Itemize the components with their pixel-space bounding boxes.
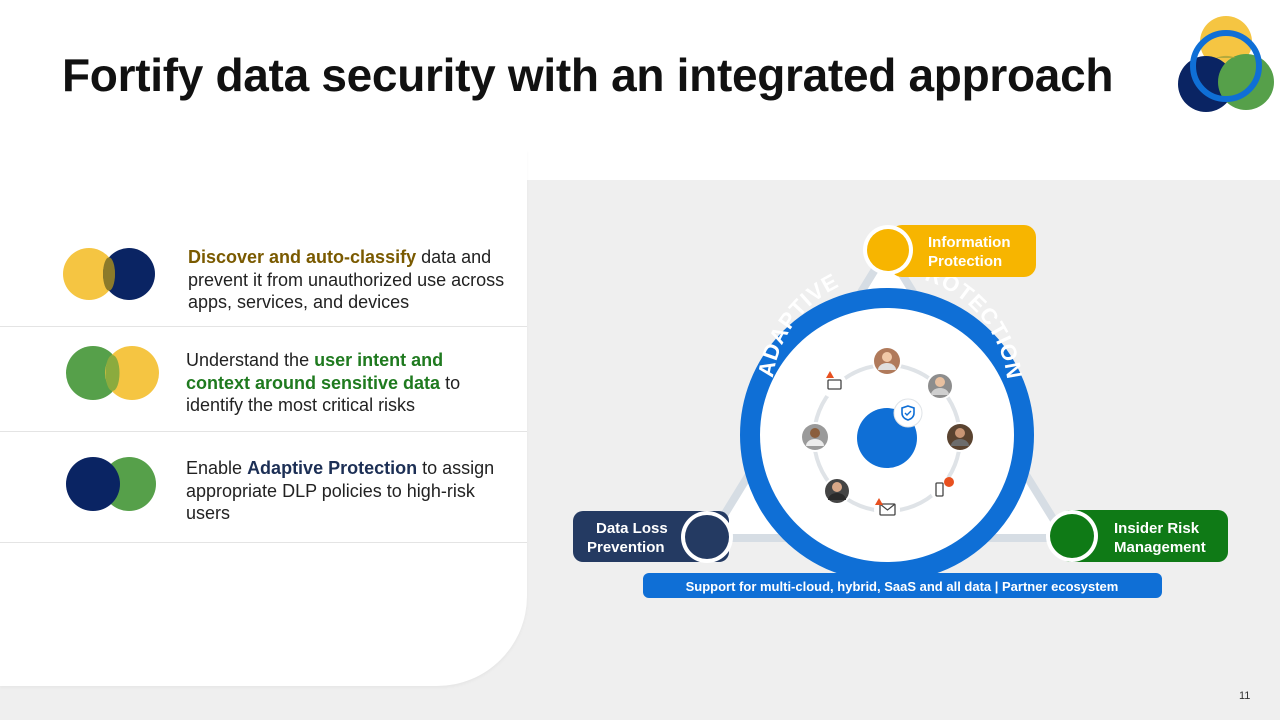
gold-navy-venn-icon [63,248,155,300]
ecosystem-banner [643,573,1162,598]
node-right-line-1: Insider Risk [1114,520,1200,537]
avatar [823,477,851,505]
point-highlight-1: Discover and auto-classify [188,247,417,267]
point-rest-3: to assign appropriate DLP policies to hi… [186,458,495,523]
point-text-1: Discover and auto-classify data and prev… [188,246,508,314]
point-text-3: Enable Adaptive Protection to assign app… [186,457,506,525]
node-top-line-2: Protection [928,253,1002,270]
irm-pill [1060,510,1228,562]
chat-alert-icon [821,371,847,398]
node-data-loss-prevention: Data Loss Prevention [573,511,733,563]
point-highlight-2: user intent and context around sensitive… [186,350,444,393]
avatar [872,346,902,376]
point-row-1: Discover and auto-classify data and prev… [0,240,527,326]
row-divider-2 [0,431,527,432]
mail-alert-icon [874,497,900,523]
brand-logo-icon [1178,16,1274,112]
node-left-line-2: Prevention [587,539,665,556]
navy-green-venn-icon [66,457,156,511]
usb-blocked-icon [930,476,956,502]
node-insider-risk-management: Insider Risk Management [1046,510,1228,562]
node-top-line-1: Information [928,234,1011,251]
point-rest-2: to identify the most critical risks [186,372,461,416]
dlp-dot [685,515,729,559]
avatar [800,422,830,452]
page-number: 11 [1239,690,1251,702]
point-lead-2: Understand the [186,350,315,370]
point-row-2: Understand the user intent and context a… [0,327,527,431]
row-divider-3 [0,542,527,543]
info-protection-dot [867,229,909,271]
points-card [0,150,527,686]
shield-badge-icon [893,398,923,428]
point-row-3: Enable Adaptive Protection to assign app… [0,432,527,542]
node-left-line-1: Data Loss [596,520,668,537]
point-text-2: Understand the user intent and context a… [186,349,506,417]
slide-title: Fortify data security with an integrated… [62,49,1114,101]
avatar [945,422,975,452]
row-divider-1 [0,326,527,327]
point-highlight-3: Adaptive Protection [247,458,418,478]
node-right-line-2: Management [1114,539,1206,556]
point-lead-3: Enable [186,458,248,478]
node-information-protection: Information Protection [863,225,1036,277]
adaptive-protection-diagram: ADAPTIVE PROTECTION [573,225,1228,598]
info-protection-pill [890,225,1036,277]
ecosystem-banner-text: Support for multi-cloud, hybrid, SaaS an… [686,579,1119,594]
green-gold-venn-icon [66,346,159,400]
avatar [926,372,954,400]
logo-blue-ring [1190,30,1262,102]
point-rest-1: data and prevent it from unauthorized us… [188,247,505,312]
irm-dot [1050,514,1094,558]
